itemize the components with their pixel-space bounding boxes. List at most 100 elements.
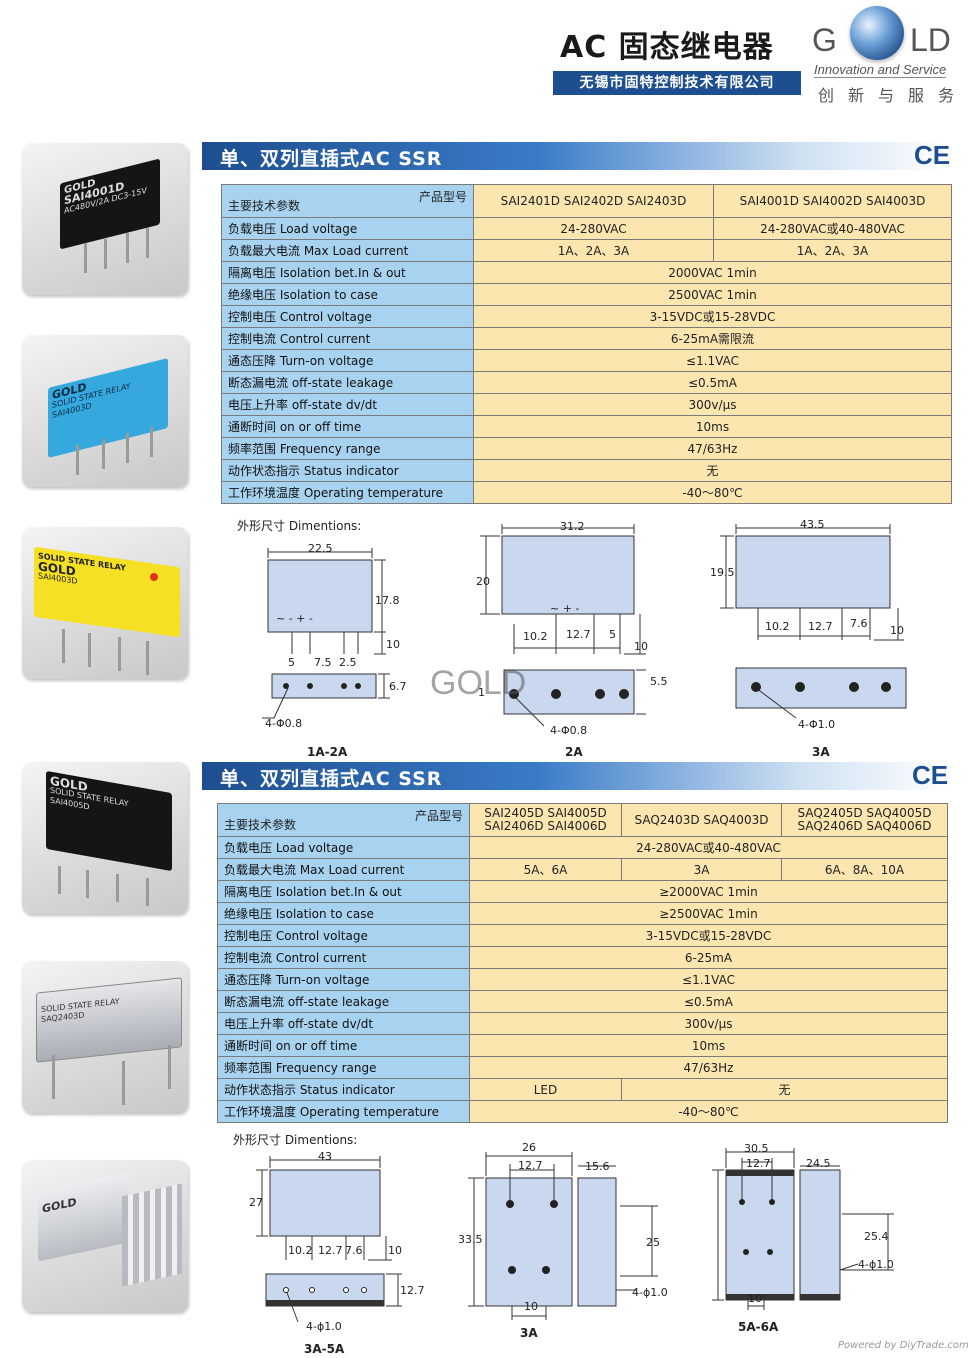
row-value: 24-280VAC或40-480VAC: [469, 836, 948, 859]
dim-holes: 4-ϕ1.0: [858, 1258, 894, 1271]
heatsink-fins-icon: [122, 1183, 182, 1287]
ce-mark-icon: CE: [914, 140, 951, 170]
row-value: ≥2500VAC 1min: [469, 902, 948, 925]
heatsink-relay-body: GOLD: [38, 1172, 128, 1262]
product-photo-blue-sip: GOLD SOLID STATE RELAY SAI4003D: [22, 335, 188, 487]
row-value: ≤1.1VAC: [469, 968, 948, 991]
row-label: 工作环境温度 Operating temperature: [221, 481, 474, 504]
relay-black-body: GOLD SAI4001D AC480V/2A DC3-15V: [60, 158, 160, 250]
dim-height: 17.8: [375, 594, 400, 607]
row-value: 47/63Hz: [473, 437, 952, 460]
dim-pitch-1: 10.2: [523, 630, 548, 643]
model-column-header: SAI4001D SAI4002D SAI4003D: [713, 184, 952, 218]
row-value: 24-280VAC: [473, 217, 714, 240]
relay-pin: [126, 433, 129, 463]
section2-dimensions-title: 外形尺寸 Dimentions:: [233, 1133, 358, 1147]
row-label: 通态压降 Turn-on voltage: [221, 349, 474, 372]
dim-pitch-3: 2.5: [339, 656, 357, 669]
dim-height: 33.5: [458, 1233, 483, 1246]
drawing-caption: 3A-5A: [304, 1342, 345, 1356]
row-label: 断态漏电流 off-state leakage: [221, 371, 474, 394]
dim-thickness: 6.7: [389, 680, 407, 693]
row-value: ≤1.1VAC: [473, 349, 952, 372]
row-value: 300v/μs: [469, 1012, 948, 1035]
row-value: 2500VAC 1min: [473, 283, 952, 306]
row-value: 10ms: [469, 1034, 948, 1057]
relay-pin: [146, 641, 149, 675]
section1-title: 单、双列直插式AC SSR: [220, 148, 443, 170]
model-column-header: SAQ2405D SAQ4005D SAQ2406D SAQ4006D: [781, 803, 948, 837]
dim-side-width: 15.6: [585, 1160, 610, 1173]
page-title: AC 固态继电器: [560, 30, 774, 65]
row-value: 47/63Hz: [469, 1056, 948, 1079]
status-led-icon: [150, 573, 158, 581]
header-model-label: 产品型号: [418, 190, 467, 204]
model-line: SAQ2405D SAQ4005D: [797, 806, 932, 820]
relay-pin: [86, 870, 89, 898]
row-label: 绝缘电压 Isolation to case: [217, 902, 470, 925]
relay-pin: [126, 233, 129, 263]
table-row: 隔离电压 Isolation bet.In & out≥2000VAC 1min: [217, 880, 948, 903]
section1-drawing-1a-2a: [262, 548, 390, 719]
row-label: 控制电流 Control current: [221, 327, 474, 350]
row-value: 1A、2A、3A: [473, 239, 714, 262]
table-header-corner: 产品型号 主要技术参数: [217, 803, 470, 837]
dim-width: 31.2: [560, 520, 585, 533]
relay-brand: GOLD: [42, 1195, 77, 1216]
relay-black-dip-body: GOLD SOLID STATE RELAY SAI4005D: [46, 770, 172, 872]
row-value: LED: [469, 1078, 622, 1101]
dim-width: 26: [522, 1141, 536, 1154]
model-line: SAI2406D SAI4006D: [484, 819, 607, 833]
row-value: 6-25mA需限流: [473, 327, 952, 350]
table-row: 断态漏电流 off-state leakage≤0.5mA: [221, 371, 952, 394]
table-row: 工作环境温度 Operating temperature-40～80℃: [217, 1100, 948, 1123]
row-value: 24-280VAC或40-480VAC: [713, 217, 952, 240]
dim-pin-length: 10: [748, 1292, 762, 1305]
relay-pin: [116, 874, 119, 902]
dim-pitch-2: 12.7: [566, 628, 591, 641]
section1-spec-table: 产品型号 主要技术参数 SAI2401D SAI2402D SAI2403D S…: [221, 184, 952, 504]
section2-spec-table: 产品型号 主要技术参数 SAI2405D SAI4005D SAI2406D S…: [217, 803, 948, 1123]
section2-drawing-5a-6a: [712, 1148, 894, 1310]
globe-logo-icon: [850, 6, 904, 60]
section2-drawing-3a-5a: [256, 1156, 402, 1323]
model-column-header: SAI2405D SAI4005D SAI2406D SAI4006D: [469, 803, 622, 837]
dim-thickness: 5.5: [650, 675, 668, 688]
drawing-caption: 2A: [565, 745, 583, 759]
drawing-caption: 5A-6A: [738, 1320, 779, 1334]
dim-side-width: 24.5: [806, 1157, 831, 1170]
dim-thickness-2: 1: [478, 686, 485, 699]
product-photo-yellow-sip: SOLID STATE RELAY GOLD SAI4003D: [22, 527, 188, 679]
row-value: 300v/μs: [473, 393, 952, 416]
row-label: 频率范围 Frequency range: [221, 437, 474, 460]
section2-title: 单、双列直插式AC SSR: [220, 768, 443, 790]
logo-tagline: Innovation and Service: [814, 62, 947, 78]
relay-pin: [146, 228, 149, 258]
dim-width: 43: [318, 1150, 332, 1163]
model-column-header: SAQ2403D SAQ4003D: [621, 803, 782, 837]
row-label: 动作状态指示 Status indicator: [217, 1078, 470, 1101]
section1-drawing-2a: [480, 524, 646, 727]
dim-pitch-2: 12.7: [318, 1244, 343, 1257]
row-label: 通断时间 on or off time: [221, 415, 474, 438]
footer-watermark: Powered by DiyTrade.com: [838, 1340, 969, 1351]
dim-pin-length: 10: [634, 640, 648, 653]
row-value: ≤0.5mA: [473, 371, 952, 394]
dim-holes: 4-ϕ1.0: [306, 1320, 342, 1333]
watermark-text: GOLD: [430, 664, 527, 702]
dim-width: 22.5: [308, 542, 333, 555]
row-value: 无: [621, 1078, 948, 1101]
relay-pin: [118, 637, 121, 671]
row-label: 负载电压 Load voltage: [217, 836, 470, 859]
drawing-caption: 3A: [812, 745, 830, 759]
header-model-label: 产品型号: [414, 809, 463, 823]
logo-slogan: 创新与服务: [818, 86, 969, 105]
relay-yellow-body: SOLID STATE RELAY GOLD SAI4003D: [34, 546, 180, 638]
